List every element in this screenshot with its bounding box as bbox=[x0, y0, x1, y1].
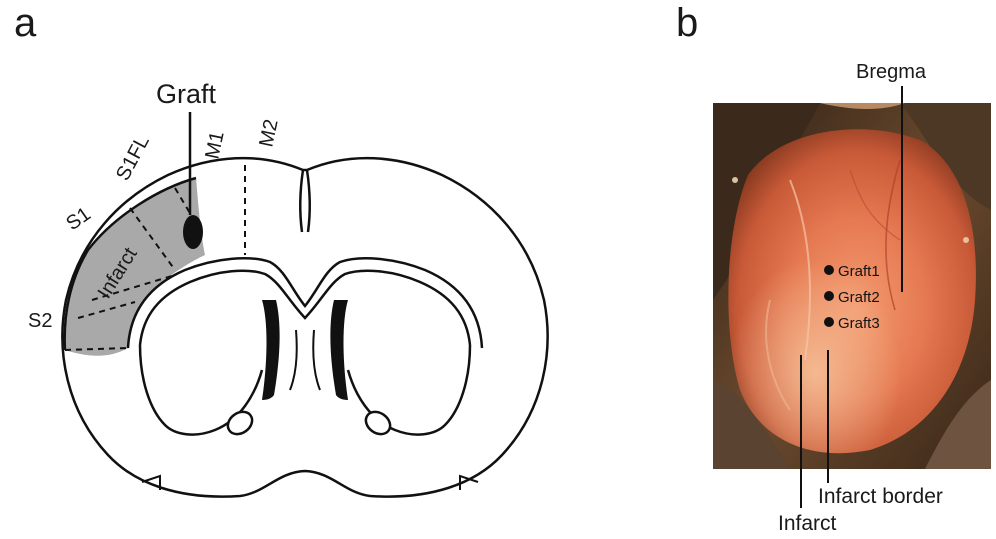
label-graft: Graft bbox=[156, 79, 217, 109]
surgical-photo bbox=[713, 103, 991, 469]
graft2-marker bbox=[824, 291, 834, 301]
label-graft3: Graft3 bbox=[838, 315, 880, 332]
graft3-marker bbox=[824, 317, 834, 327]
label-s1: S1 bbox=[62, 203, 95, 235]
label-infarct-b: Infarct bbox=[778, 512, 837, 535]
graft1-marker bbox=[824, 265, 834, 275]
label-infarct-border: Infarct border bbox=[818, 485, 943, 508]
label-s2: S2 bbox=[28, 310, 52, 332]
label-m1: M1 bbox=[201, 129, 228, 161]
panel-a: a bbox=[14, 1, 548, 497]
label-graft1: Graft1 bbox=[838, 263, 880, 280]
label-graft2: Graft2 bbox=[838, 289, 880, 306]
panel-a-letter: a bbox=[14, 1, 37, 45]
label-m2: M2 bbox=[255, 117, 282, 149]
panel-b: b Graft1 Graft2 Graft3 bbox=[676, 1, 991, 535]
label-bregma: Bregma bbox=[856, 61, 927, 83]
label-s1fl: S1FL bbox=[112, 132, 154, 185]
panel-b-letter: b bbox=[676, 1, 698, 45]
graft-site bbox=[183, 215, 203, 249]
